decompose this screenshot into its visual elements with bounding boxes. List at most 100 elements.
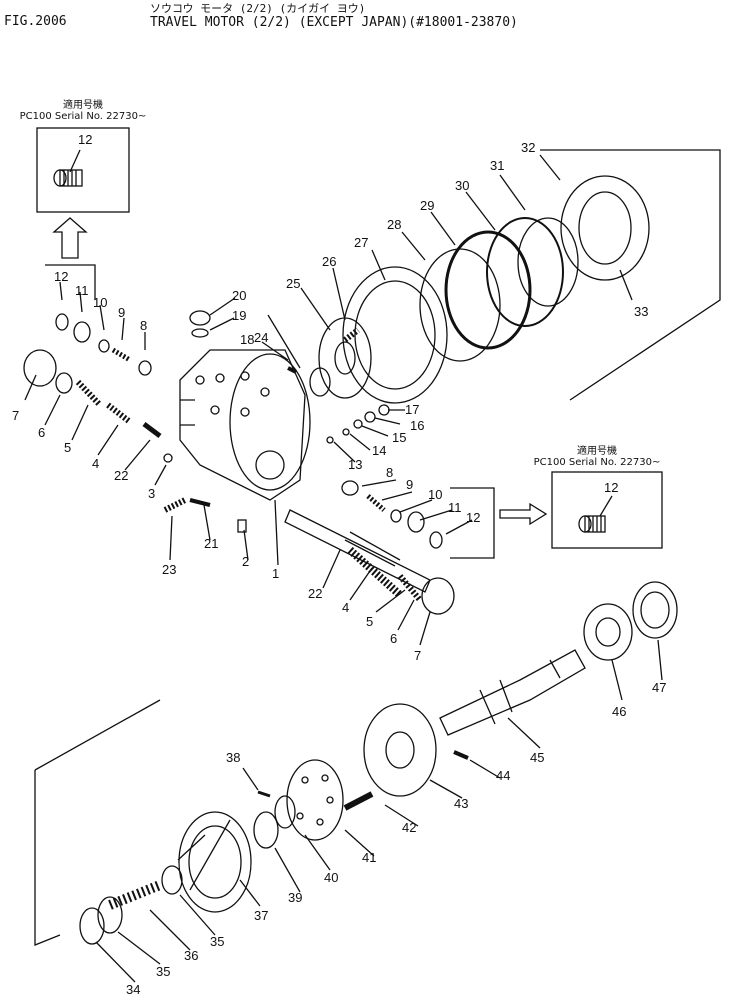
spring-4-lower [347, 547, 403, 598]
spring-5-lower [397, 574, 423, 602]
callout-19: 19 [232, 308, 246, 323]
serial-note-right: 適用号機 PC100 Serial No. 22730~ [508, 446, 686, 468]
callout-labels: 12 12 11 10 9 8 20 19 24 18 25 26 27 28 … [12, 132, 666, 997]
title-japanese: ソウコウ モータ (2/2) (カイガイ ヨウ) [150, 2, 366, 15]
callout-3: 3 [148, 486, 155, 501]
oring-16 [364, 411, 376, 423]
ring-35-upper [161, 865, 183, 895]
callout-28: 28 [387, 217, 401, 232]
cylinder-block-37 [177, 811, 252, 913]
inset-box-left [36, 127, 130, 213]
title-english: TRAVEL MOTOR (2/2) (EXCEPT JAPAN)(#18001… [150, 15, 518, 30]
callout-12-upper: 12 [54, 269, 68, 284]
callout-32: 32 [521, 140, 535, 155]
callout-29: 29 [420, 198, 434, 213]
swash-plate-43 [363, 703, 437, 797]
callout-9-upper: 9 [118, 305, 125, 320]
arrow-up-icon [52, 217, 88, 259]
callout-39: 39 [288, 890, 302, 905]
part-12-upper [55, 313, 69, 331]
figure-id: FIG.2006 [4, 14, 67, 29]
spool-assembly [284, 509, 455, 615]
spring-14 [342, 428, 350, 436]
oring-10-lower [390, 509, 402, 523]
callout-13: 13 [348, 457, 362, 472]
callout-12-inset-left: 12 [78, 132, 92, 147]
pin-18 [287, 366, 297, 374]
callout-45: 45 [530, 750, 544, 765]
piston-42 [343, 791, 374, 811]
pin-44 [453, 750, 469, 760]
callout-8-lower: 8 [386, 465, 393, 480]
ring-35-lower [97, 896, 123, 934]
callout-43: 43 [454, 796, 468, 811]
ring-29 [444, 230, 532, 350]
spring-5 [75, 379, 103, 408]
plug-20 [189, 310, 211, 326]
bearing-46 [583, 603, 633, 661]
callout-1: 1 [272, 566, 279, 581]
group-bracket-upper [45, 264, 96, 300]
callout-34: 34 [126, 982, 140, 997]
spring-9 [111, 347, 132, 363]
callout-7-lower: 7 [414, 648, 421, 663]
callout-18: 18 [240, 332, 254, 347]
bearing-24 [309, 367, 331, 397]
callout-41: 41 [362, 850, 376, 865]
plug-2 [237, 519, 247, 533]
callout-35-lower: 35 [156, 964, 170, 979]
group-bracket-lower [450, 487, 495, 559]
callout-4-upper: 4 [92, 456, 99, 471]
callout-11-upper: 11 [75, 283, 89, 298]
ball-13 [326, 436, 334, 444]
valve-plate-41 [286, 759, 344, 841]
pin-21 [189, 498, 211, 507]
arrow-right-icon [499, 502, 548, 526]
output-shaft-45 [439, 649, 586, 736]
callout-40: 40 [324, 870, 338, 885]
callout-10-lower: 10 [428, 487, 442, 502]
callout-12-lower: 12 [466, 510, 480, 525]
spring-9-lower [366, 494, 386, 512]
spring-4 [106, 402, 132, 425]
serial-note-right-text: PC100 Serial No. 22730~ [533, 457, 661, 468]
plug-8 [138, 360, 152, 376]
ring-30 [486, 217, 564, 327]
callout-9-lower: 9 [406, 477, 413, 492]
callout-2: 2 [242, 554, 249, 569]
callout-5-lower: 5 [366, 614, 373, 629]
callout-22-upper: 22 [114, 468, 128, 483]
spring-26 [343, 327, 360, 343]
callout-44: 44 [496, 768, 510, 783]
plug-22 [142, 422, 162, 438]
callout-8-upper: 8 [140, 318, 147, 333]
callout-25: 25 [286, 276, 300, 291]
callout-36: 36 [184, 948, 198, 963]
callout-27: 27 [354, 235, 368, 250]
inset-box-right [551, 471, 663, 549]
ring-39 [253, 811, 279, 849]
callout-31: 31 [490, 158, 504, 173]
callout-42: 42 [402, 820, 416, 835]
callout-10-upper: 10 [93, 295, 107, 310]
callout-5-upper: 5 [64, 440, 71, 455]
brake-disc-32 [560, 175, 650, 281]
plug-23 [163, 497, 187, 513]
serial-note-left-jp: 適用号機 [63, 100, 103, 111]
callout-11-lower: 11 [448, 500, 462, 515]
callout-12-inset-right: 12 [604, 480, 618, 495]
callout-38: 38 [226, 750, 240, 765]
callout-47: 47 [652, 680, 666, 695]
callout-6-lower: 6 [390, 631, 397, 646]
seal-47 [632, 581, 678, 639]
callout-30: 30 [455, 178, 469, 193]
spring-36 [108, 880, 162, 910]
callout-35-upper: 35 [210, 934, 224, 949]
callout-26: 26 [322, 254, 336, 269]
serial-note-left-text: PC100 Serial No. 22730~ [19, 111, 147, 122]
plug-7 [23, 349, 57, 387]
callout-23: 23 [162, 562, 176, 577]
oring-10-upper [98, 339, 110, 353]
part-11-upper [73, 321, 91, 343]
